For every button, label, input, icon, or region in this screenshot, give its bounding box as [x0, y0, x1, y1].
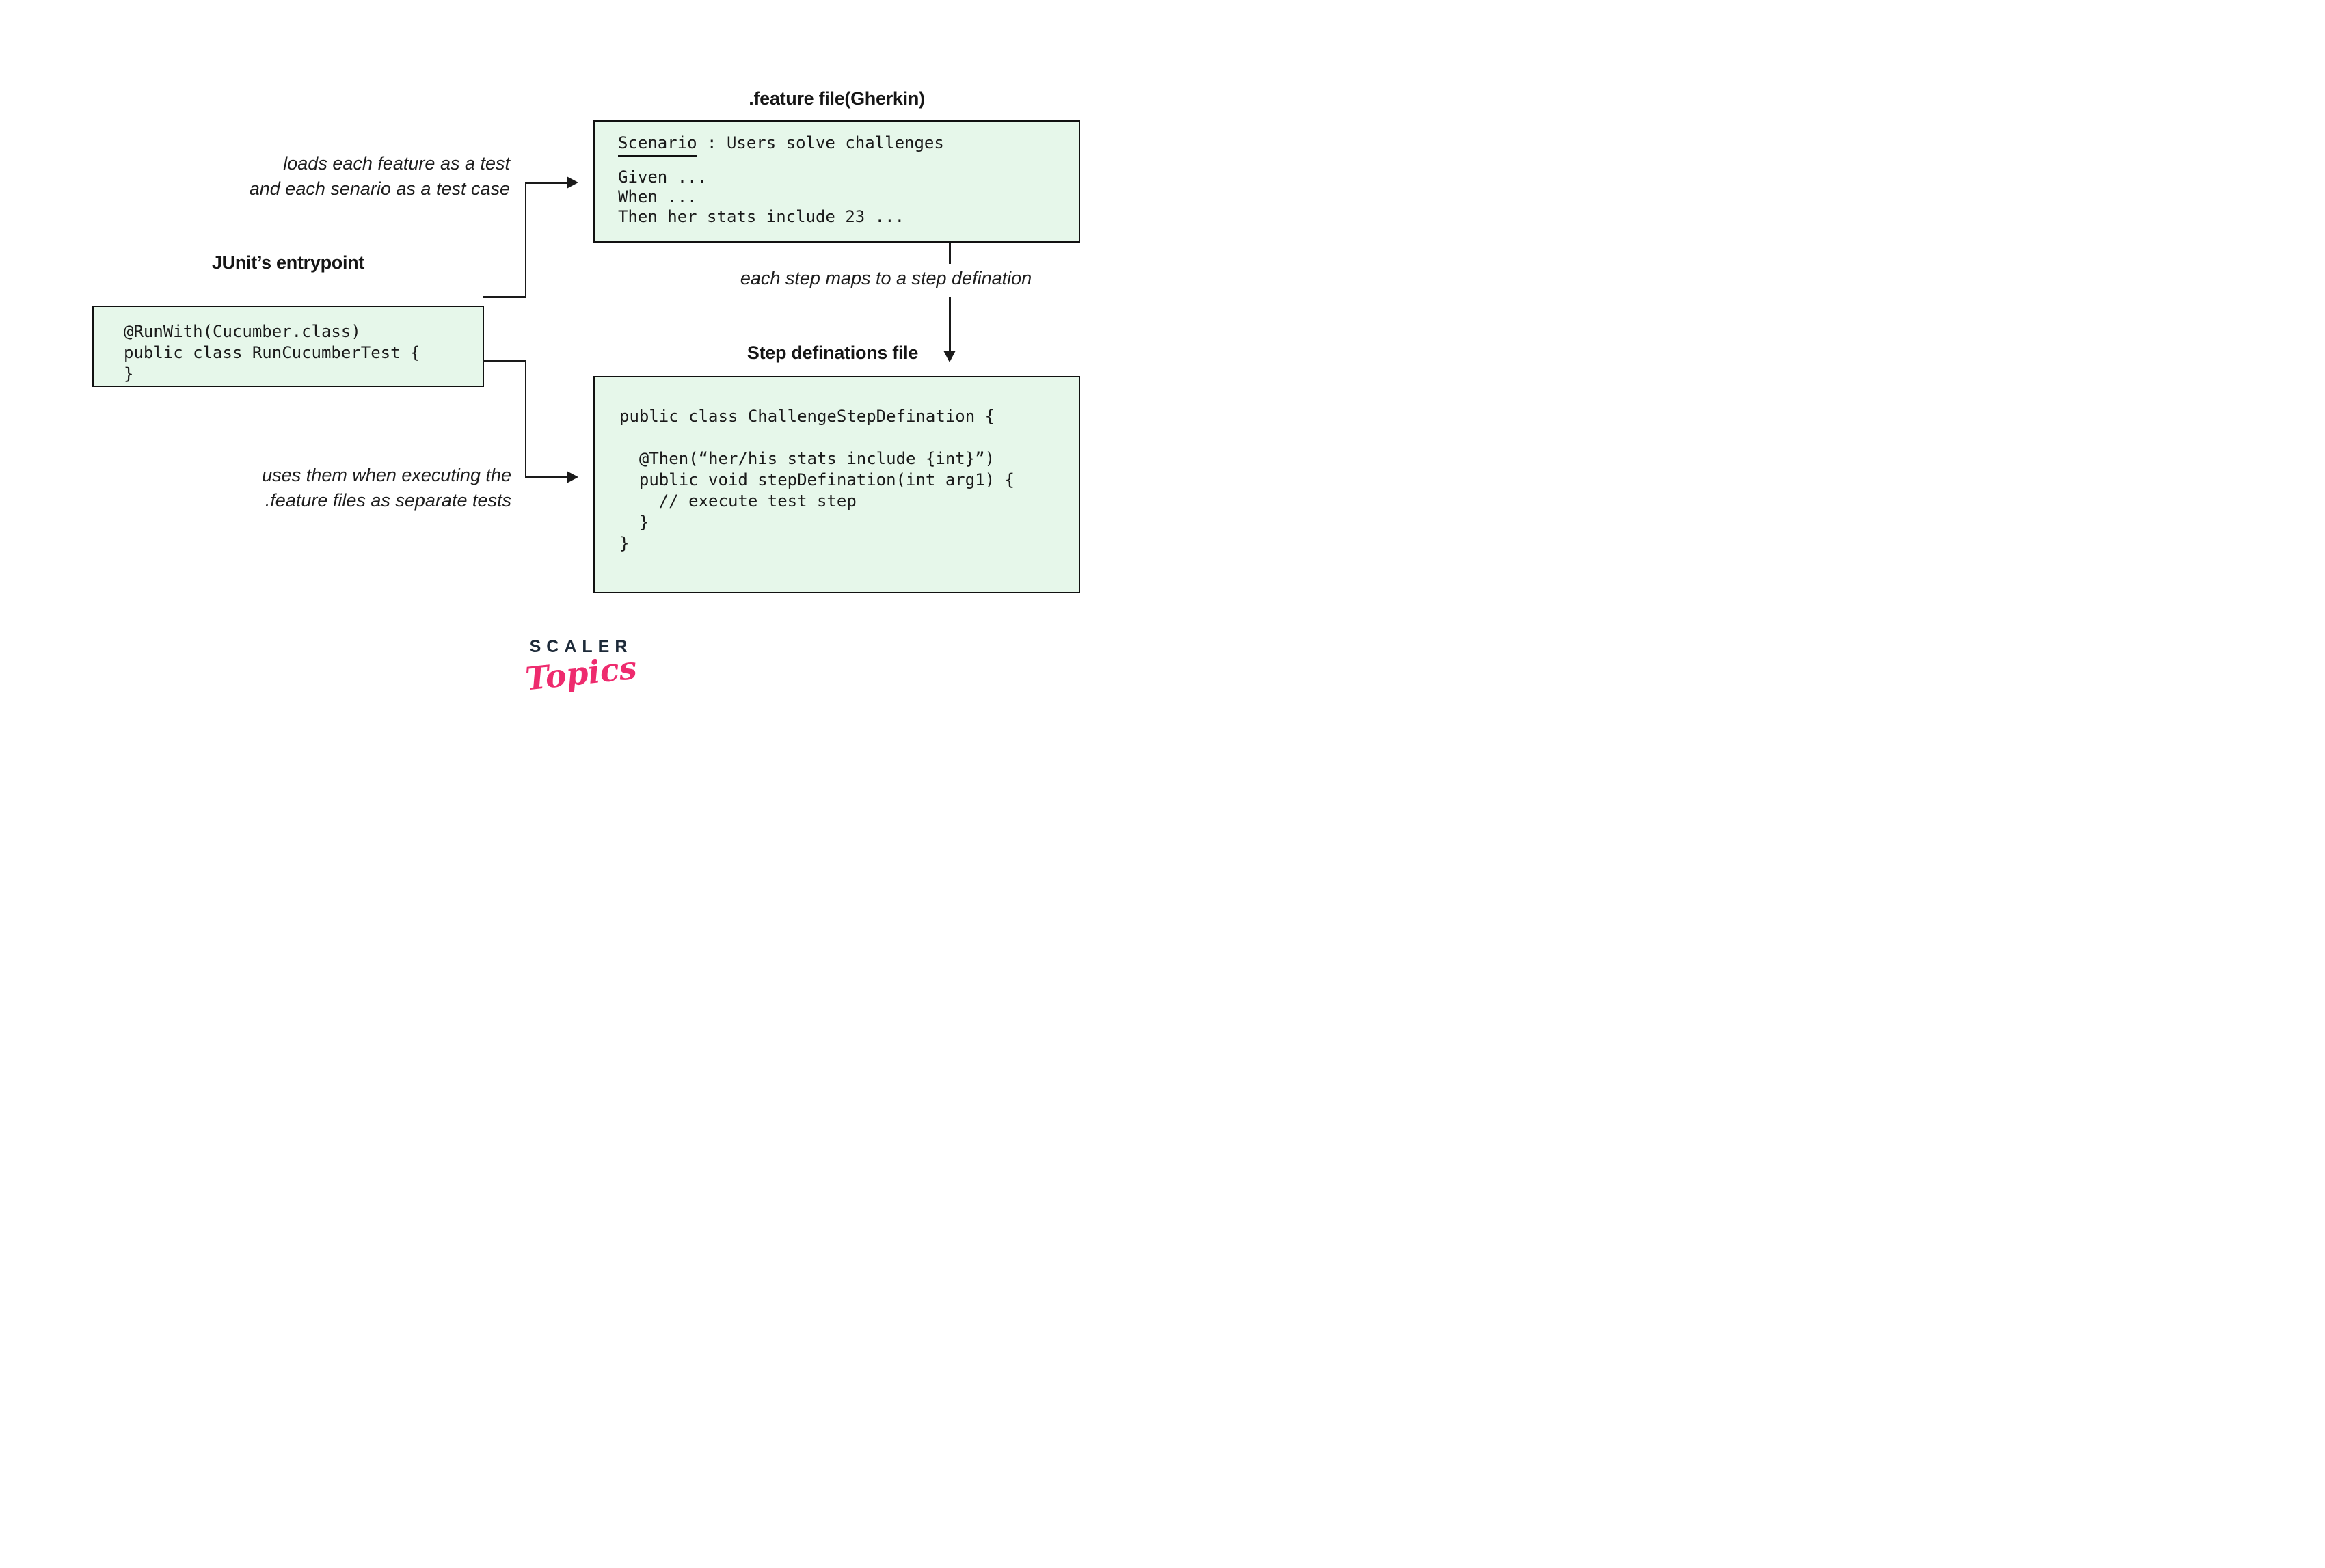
step-definitions-title: Step definations file	[747, 342, 919, 363]
connector-feature-steps-segment-bottom	[949, 297, 951, 351]
arrowhead-right-feature-icon	[567, 176, 578, 189]
gherkin-then-line: Then her stats include 23 ...	[618, 207, 905, 226]
connector-feature-steps-segment-top	[949, 243, 951, 264]
connector-junit-steps-stub	[483, 360, 526, 362]
step-definitions-code: public class ChallengeStepDefination { @…	[619, 407, 1014, 553]
arrowhead-right-steps-icon	[567, 470, 578, 483]
scaler-logo-brand: SCALER	[529, 637, 633, 656]
connector-junit-feature-horizontal	[524, 182, 567, 184]
gherkin-when-line: When ...	[618, 187, 697, 206]
step-definitions-box: public class ChallengeStepDefination { @…	[593, 376, 1080, 593]
cucumber-junit-diagram: .feature file(Gherkin) Scenario : Users …	[0, 0, 1162, 784]
arrowhead-down-icon	[943, 351, 956, 362]
junit-entrypoint-box: @RunWith(Cucumber.class) public class Ru…	[92, 306, 484, 387]
junit-entrypoint-title: JUnit’s entrypoint	[211, 252, 365, 273]
scenario-line: Scenario : Users solve challenges	[618, 133, 1072, 157]
connector-junit-steps-vertical	[524, 360, 526, 478]
feature-file-title: .feature file(Gherkin)	[749, 88, 925, 109]
scenario-rest: : Users solve challenges	[697, 133, 944, 152]
junit-code: @RunWith(Cucumber.class) public class Ru…	[124, 322, 420, 383]
connector-junit-feature-vertical	[524, 182, 526, 298]
connector-junit-steps-horizontal	[524, 476, 567, 478]
feature-file-box: Scenario : Users solve challenges Given …	[593, 120, 1080, 243]
annotation-uses-them: uses them when executing the .feature fi…	[262, 465, 511, 511]
scenario-keyword: Scenario	[618, 133, 697, 157]
annotation-loads-feature: loads each feature as a test and each se…	[249, 153, 510, 199]
connector-junit-feature-stub	[483, 296, 526, 298]
annotation-step-maps: each step maps to a step defination	[740, 268, 1032, 288]
gherkin-given-line: Given ...	[618, 167, 708, 187]
